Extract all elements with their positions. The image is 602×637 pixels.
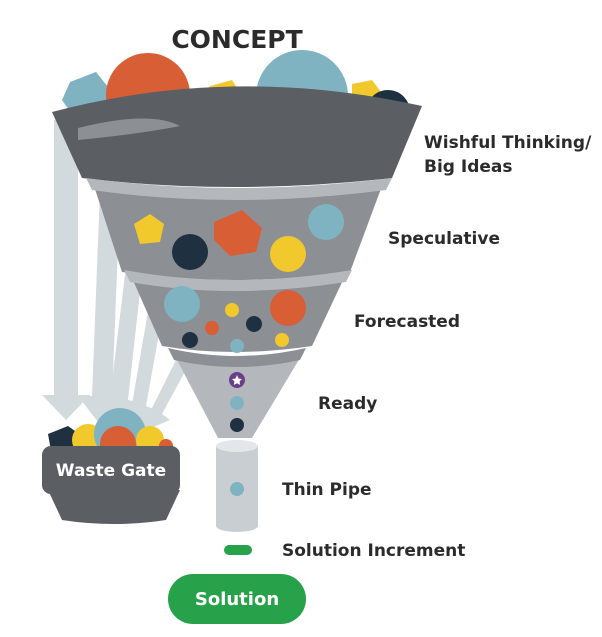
waste-arrow <box>98 250 144 424</box>
waste-gate-lid <box>42 446 180 494</box>
thin-pipe <box>216 440 258 532</box>
stage-label-ready: Ready <box>318 394 377 414</box>
increment-label: Solution Increment <box>282 541 465 561</box>
solution-button: Solution <box>168 574 306 624</box>
solution-label: Solution <box>195 589 279 610</box>
teal-ball <box>164 286 200 322</box>
teal-ball <box>230 339 244 353</box>
navy-ball <box>230 418 244 432</box>
funnel-highlight <box>78 118 180 140</box>
waste-gate-bin <box>48 490 180 524</box>
funnel-band-top <box>168 348 306 367</box>
navy-ball <box>182 332 198 348</box>
pipe-bottom <box>216 520 258 532</box>
orange-ball <box>270 290 306 326</box>
navy-ball <box>246 316 262 332</box>
waste-arrow <box>42 120 90 420</box>
yellow-ball <box>275 333 289 347</box>
teal-ball <box>308 204 344 240</box>
funnel-band-top <box>86 178 392 200</box>
yellow-ball <box>134 214 164 244</box>
teal-ball <box>230 396 244 410</box>
stage-label-line: Wishful Thinking/ <box>424 133 592 153</box>
tier-2-ideas <box>134 204 344 272</box>
stage-label-speculative: Speculative <box>388 229 500 249</box>
waste-arrow <box>78 190 122 422</box>
stage-label-forecasted: Forecasted <box>354 312 460 332</box>
funnel-tier-1 <box>52 86 422 187</box>
navy-ball <box>172 234 208 270</box>
pipe-top <box>216 440 258 452</box>
waste-gate: Waste Gate <box>42 408 180 524</box>
solution-increment-pill <box>224 545 252 555</box>
page-title: CONCEPT <box>171 25 302 54</box>
orange-ball <box>205 321 219 335</box>
funnel-rim <box>52 86 422 187</box>
solution-button-bg <box>168 574 306 624</box>
tier-3-ideas <box>164 286 306 353</box>
waste-arrow <box>122 300 164 428</box>
stage-label-wishful: Wishful Thinking/ Big Ideas <box>424 133 597 177</box>
teal-ball <box>230 482 244 496</box>
orange-ball <box>214 210 262 256</box>
waste-gate-label: Waste Gate <box>56 461 166 481</box>
funnel-band-top <box>124 270 352 291</box>
waste-arrow <box>142 360 188 432</box>
tier-4-ideas <box>229 372 245 432</box>
waste-arrows <box>42 120 188 432</box>
yellow-ball <box>225 303 239 317</box>
yellow-ball <box>270 236 306 272</box>
stage-label-line: Big Ideas <box>424 157 513 177</box>
pipe-label: Thin Pipe <box>282 480 372 500</box>
star-icon <box>232 375 242 385</box>
